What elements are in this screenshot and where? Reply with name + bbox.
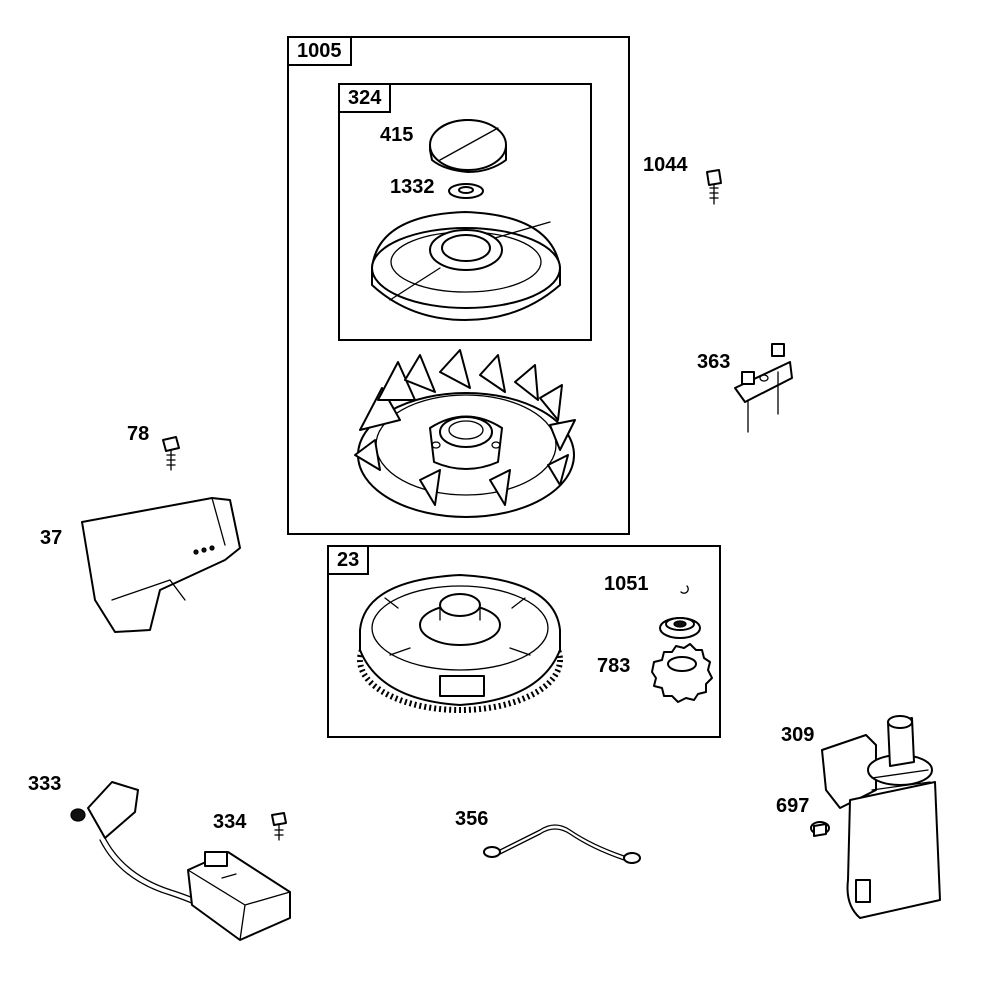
callout-356: 356 xyxy=(455,808,489,830)
screw-1044-drawing xyxy=(706,169,722,205)
screw-697-drawing xyxy=(810,821,830,837)
callout-1044: 1044 xyxy=(643,154,688,176)
assembly-23-frame xyxy=(327,545,721,738)
callout-309: 309 xyxy=(781,724,815,746)
assembly-1005-frame xyxy=(287,36,630,535)
assembly-1005-tag: 1005 xyxy=(287,36,352,66)
callout-697: 697 xyxy=(776,795,810,817)
callout-78: 78 xyxy=(127,423,150,445)
assembly-23-tag: 23 xyxy=(327,545,370,575)
clip-1051-drawing xyxy=(680,585,689,594)
callout-415: 415 xyxy=(380,124,414,146)
callout-37: 37 xyxy=(40,527,63,549)
bushing-drawing xyxy=(659,617,701,639)
coil-333-drawing xyxy=(70,781,291,941)
ground-wire-356-drawing xyxy=(483,824,641,864)
assembly-324-frame xyxy=(338,83,592,341)
assembly-324-tag: 324 xyxy=(338,83,392,113)
callout-334: 334 xyxy=(213,811,247,833)
callout-783: 783 xyxy=(597,655,631,677)
bolt-78-drawing xyxy=(162,436,180,471)
callout-1051: 1051 xyxy=(604,573,649,595)
callout-363: 363 xyxy=(697,351,731,373)
cap-415-drawing xyxy=(429,119,507,173)
screen-324-drawing xyxy=(371,211,561,321)
callout-1332: 1332 xyxy=(390,176,435,198)
fan-drawing xyxy=(354,349,576,518)
bracket-363-drawing xyxy=(734,343,793,433)
screw-334-drawing xyxy=(271,812,287,841)
gear-783-drawing xyxy=(651,643,713,703)
washer-1332-drawing xyxy=(448,183,484,199)
starter-309-drawing xyxy=(821,715,941,919)
shield-37-drawing xyxy=(81,497,241,633)
flywheel-23-drawing xyxy=(357,574,563,713)
callout-333: 333 xyxy=(28,773,62,795)
